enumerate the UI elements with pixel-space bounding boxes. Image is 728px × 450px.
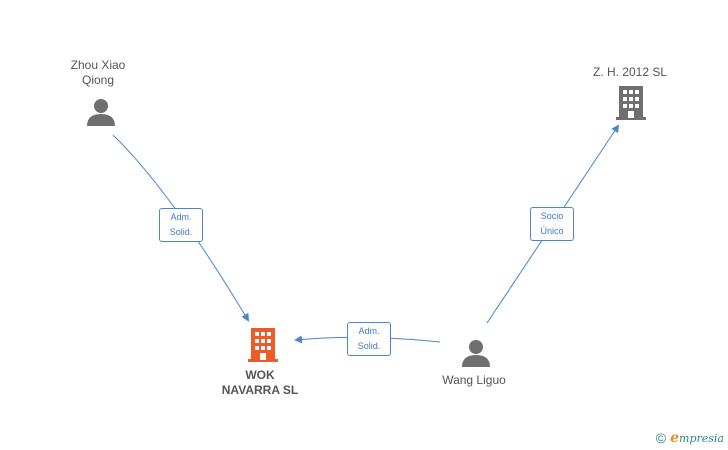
node-label-wang-liguo[interactable]: Wang Liguo xyxy=(442,373,506,387)
empresia-wordmark: empresia xyxy=(670,430,724,446)
person-icon[interactable] xyxy=(86,97,116,127)
copyright-symbol: © xyxy=(655,430,667,446)
edge-label-zhou-wok[interactable]: Adm. Solid. xyxy=(159,208,203,242)
brand-logo: © empresia xyxy=(656,430,724,446)
edge-label-wang-zh2012[interactable]: Socio Único xyxy=(530,207,574,241)
edge-label-wang-wok[interactable]: Adm. Solid. xyxy=(347,322,391,356)
node-label-wok-navarra-sl[interactable]: WOK NAVARRA SL xyxy=(221,368,299,397)
node-label-zh-2012-sl[interactable]: Z. H. 2012 SL xyxy=(592,65,668,79)
node-label-zhou-xiao-qiong[interactable]: Zhou Xiao Qiong xyxy=(70,58,126,87)
person-icon[interactable] xyxy=(461,338,491,368)
building-icon[interactable] xyxy=(616,86,646,120)
building-icon-main[interactable] xyxy=(248,328,278,362)
